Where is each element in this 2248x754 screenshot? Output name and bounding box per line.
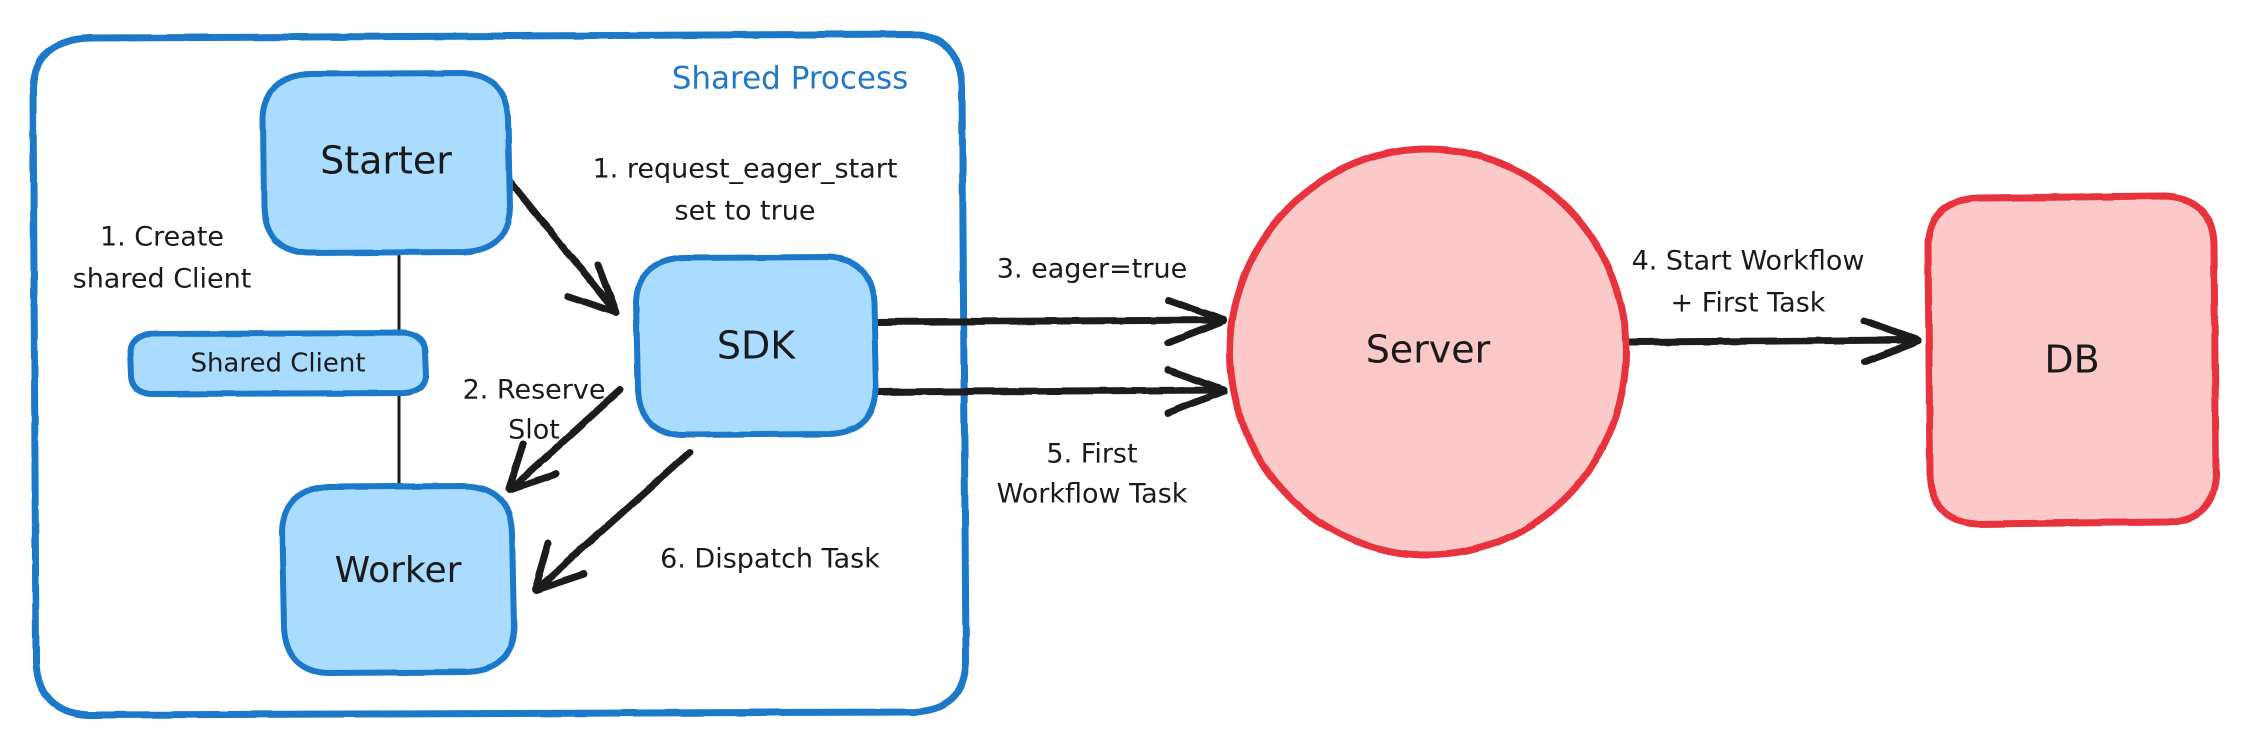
edge-label-create-shared-client: 1. Create shared Client (73, 222, 252, 295)
node-worker-label: Worker (335, 550, 462, 591)
node-server-label: Server (1366, 328, 1491, 372)
edge-request-eager-start-arrow (502, 172, 620, 317)
edge-label-first-workflow-task: 5. First Workflow Task (997, 439, 1188, 510)
edge-label-request-eager-start: 1. request_eager_start set to true (593, 154, 898, 227)
node-starter-shape (260, 70, 513, 256)
edge-label-line-2: shared Client (73, 264, 252, 295)
node-starter-label: Starter (320, 139, 452, 183)
edge-label-reserve-slot: 2. Reserve Slot (463, 375, 606, 446)
node-worker-shape (279, 483, 517, 676)
node-shared-client[interactable]: Shared Client (127, 330, 429, 397)
edge-label-start-workflow-first-task: 4. Start Workflow + First Task (1632, 246, 1865, 319)
shared-process-border (29, 30, 970, 719)
edge-label-line-1: 3. eager=true (997, 254, 1187, 285)
edge-create-shared-client-line (395, 245, 403, 490)
node-shared-client-shape (127, 330, 429, 397)
node-sdk-shape (633, 254, 879, 438)
edge-eager-true-arrow (872, 296, 1228, 347)
edge-label-line-1: 1. request_eager_start (593, 154, 898, 185)
node-db[interactable]: DB (1924, 192, 2220, 528)
shared-process-label: Shared Process (672, 61, 909, 97)
edge-start-workflow-arrow (1626, 317, 1922, 366)
shared-process-group (29, 30, 970, 719)
node-worker[interactable]: Worker (279, 483, 517, 676)
node-sdk-label: SDK (717, 324, 796, 368)
edge-label-line-1: 4. Start Workflow (1632, 246, 1865, 277)
edge-dispatch-task-arrow (531, 448, 694, 594)
node-sdk[interactable]: SDK (633, 254, 879, 438)
node-db-label: DB (2044, 338, 2099, 382)
edge-label-line-2: Slot (508, 415, 560, 446)
node-starter[interactable]: Starter (260, 70, 513, 256)
edge-first-workflow-task-arrow (872, 366, 1228, 417)
node-server[interactable]: Server (1226, 145, 1630, 559)
edge-label-line-2: set to true (675, 196, 816, 227)
edge-label-line-1: 6. Dispatch Task (660, 544, 880, 575)
edge-label-line-1: 5. First (1046, 439, 1137, 470)
node-db-shape (1924, 192, 2220, 528)
node-shared-client-label: Shared Client (190, 349, 365, 379)
edge-label-line-2: Workflow Task (997, 479, 1188, 510)
edge-label-dispatch-task: 6. Dispatch Task (660, 544, 880, 575)
edge-label-line-2: + First Task (1671, 288, 1826, 319)
edge-label-line-1: 1. Create (100, 222, 224, 253)
edge-reserve-slot-arrow (505, 386, 624, 494)
node-server-shape (1226, 145, 1630, 559)
edge-label-eager-true: 3. eager=true (997, 254, 1187, 285)
edge-label-line-1: 2. Reserve (463, 375, 606, 406)
